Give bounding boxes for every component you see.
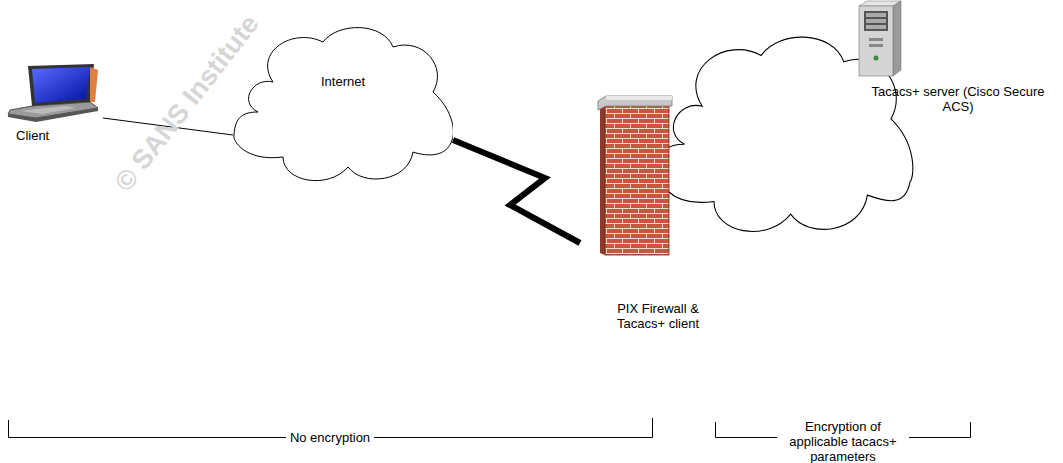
bracket-label: Encryption of applicable tacacs+ paramet… — [777, 419, 909, 463]
watermark: © SANS Institute — [106, 6, 267, 200]
internet-cloud: Internet — [233, 22, 453, 187]
node-label: Internet — [233, 74, 453, 89]
node-label: PIX Firewall & Tacacs+ client — [597, 301, 719, 331]
client-laptop: Client — [6, 62, 103, 150]
bracket-label: No encryption — [286, 430, 374, 445]
tacacs-server: Tacacs+ server (Cisco Secure ACS) — [850, 0, 1062, 125]
node-label: Client — [16, 128, 96, 143]
pix-firewall: PIX Firewall & Tacacs+ client — [580, 93, 735, 338]
internet-cloud-icon — [233, 22, 453, 187]
wan-link-bolt — [453, 140, 580, 243]
node-label: Tacacs+ server (Cisco Secure ACS) — [858, 84, 1058, 114]
